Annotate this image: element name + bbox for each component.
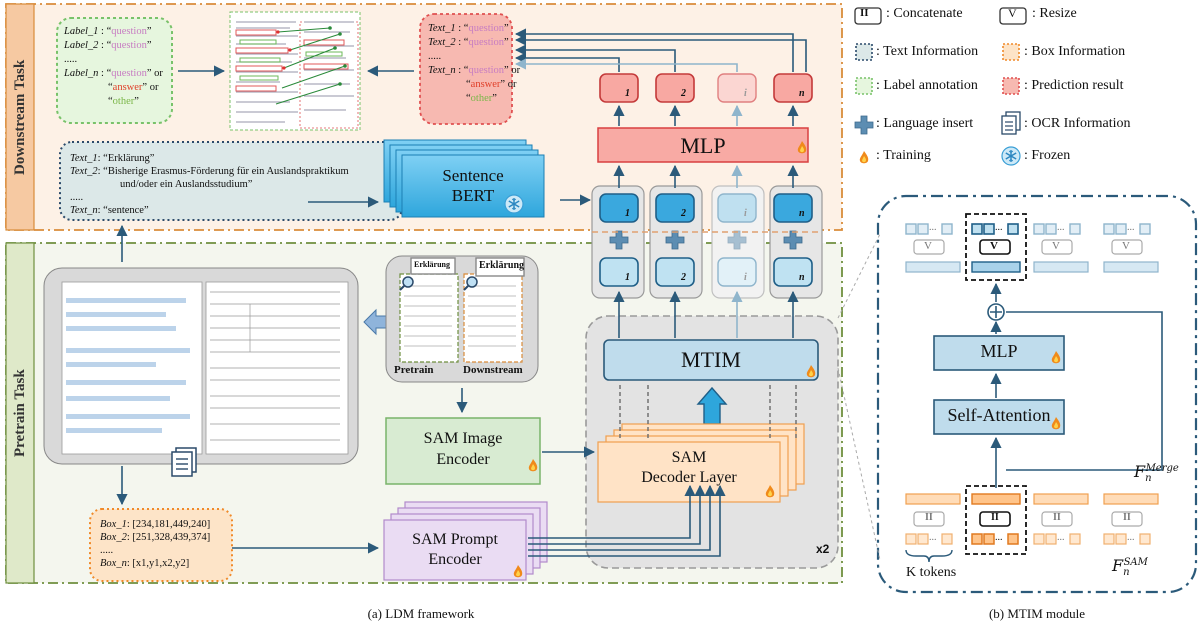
f-sam-label: FnSAM (1112, 556, 1148, 579)
sam-prompt-encoder (383, 501, 548, 581)
box-information-box (89, 508, 233, 582)
sentence-bert-module (383, 139, 545, 218)
prediction-result-box (419, 13, 513, 125)
caption-right: (b) MTIM module (988, 606, 1086, 621)
prediction-tokens (599, 73, 813, 103)
ocr-icon (171, 447, 197, 477)
pretrain-task-label: Pretrain Task (12, 369, 28, 457)
mtim-self-attention (933, 399, 1065, 435)
legend-label-annotation: : Label annotation (876, 78, 978, 93)
sam-image-encoder (385, 417, 541, 485)
mtim-mlp (933, 335, 1065, 371)
concat-symbol: II (860, 7, 869, 19)
f-merge-label: FnMerge (1134, 462, 1179, 485)
legend-text-information: : Text Information (876, 44, 979, 59)
mtim-bottom-tokens (905, 485, 1159, 563)
mlp-top-module (597, 127, 809, 163)
label-annotation-box (56, 17, 173, 124)
box-information-text: Box_1: [234,181,449,240] Box_2: [251,328… (100, 519, 211, 569)
image-tokens (599, 257, 813, 287)
text-information-box (59, 141, 403, 221)
legend-prediction-result: : Prediction result (1024, 78, 1124, 93)
text-information-text: Text_1: “Erklärung” Text_2: “Bisherige E… (70, 153, 349, 216)
legend-ocr-information: : OCR Information (1024, 116, 1131, 131)
label-annotation-text: Label_1 : “question” Label_2 : “question… (64, 26, 163, 107)
legend-concatenate: : Concatenate (886, 6, 963, 21)
mtim-module-detail (876, 194, 1198, 594)
mtim-self-attention-label: Self-Attention (947, 405, 1051, 425)
mtim-module (603, 339, 819, 381)
legend-training: : Training (876, 148, 931, 163)
annotated-document-thumbnail (229, 11, 361, 131)
downstream-thumb-label: Downstream (463, 364, 523, 376)
magnifier-icon (399, 276, 478, 291)
pretrain-thumb-label: Pretrain (394, 364, 434, 376)
legend-language-insert: : Language insert (876, 116, 974, 131)
document-panel (43, 267, 359, 477)
connector-arrows (116, 28, 807, 557)
legend (854, 7, 1027, 166)
legend-resize: : Resize (1032, 6, 1077, 21)
k-tokens-label: K tokens (906, 565, 957, 580)
mlp-top-label: MLP (680, 133, 726, 158)
pretrain-downstream-panel (385, 255, 539, 383)
mtim-top-tokens (905, 213, 1159, 281)
resize-symbol: V (1008, 6, 1017, 20)
legend-frozen: : Frozen (1024, 148, 1071, 163)
up-arrow (696, 386, 728, 425)
sam-decoder-layer (597, 423, 805, 503)
legend-box-information: : Box Information (1024, 44, 1126, 59)
mtim-label: MTIM (681, 347, 741, 372)
prediction-result-text: Text_1 : “question” Text_2 : “question” … (428, 23, 521, 104)
text-tokens (599, 193, 813, 223)
repeat-count: x2 (816, 542, 830, 556)
downstream-task-label: Downstream Task (12, 59, 28, 175)
caption-left: (a) LDM framework (367, 606, 475, 621)
mtim-mlp-label: MLP (980, 341, 1018, 361)
